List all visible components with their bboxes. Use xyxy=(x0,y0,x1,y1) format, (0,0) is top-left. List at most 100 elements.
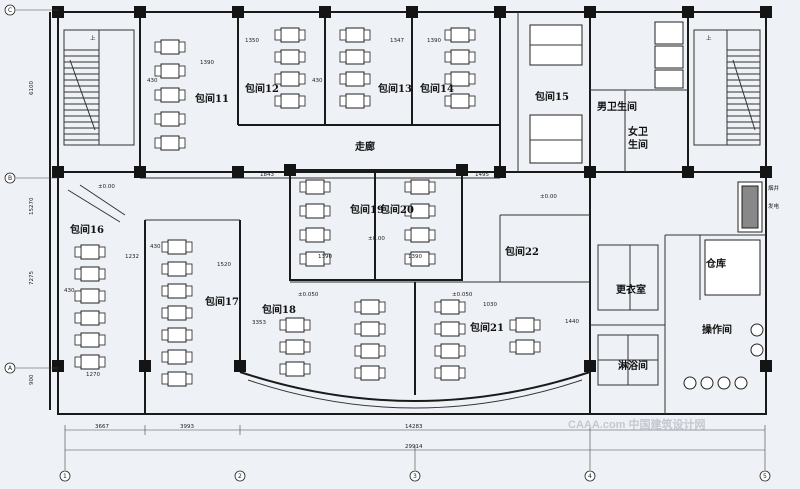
svg-text:1390: 1390 xyxy=(318,254,332,260)
svg-text:±0.050: ±0.050 xyxy=(298,292,319,298)
center-room-walls xyxy=(289,169,463,281)
dining-table-set xyxy=(154,39,186,55)
svg-text:430: 430 xyxy=(147,78,158,84)
structural-column xyxy=(494,166,506,178)
svg-text:1350: 1350 xyxy=(245,38,259,44)
svg-text:7275: 7275 xyxy=(29,271,35,285)
room-label-18: 包间18 xyxy=(262,303,296,316)
dimension-labels: 1390 1350 1347 1390 6100 15270 7275 900 … xyxy=(29,38,579,385)
structural-column xyxy=(232,6,244,18)
svg-text:5: 5 xyxy=(763,473,767,480)
svg-text:1270: 1270 xyxy=(86,372,100,378)
structural-column xyxy=(234,360,246,372)
operation-room-label: 操作间 xyxy=(702,323,732,336)
room-labels: 包间11 包间12 包间13 包间14 包间15 包间16 包间17 包间18 … xyxy=(70,82,732,372)
stair-up-label: 上 xyxy=(706,34,712,42)
curved-facade-inner xyxy=(247,379,583,409)
structural-column xyxy=(584,6,596,18)
axis-marker-1 xyxy=(59,470,71,482)
kitchen-station xyxy=(750,323,764,337)
svg-text:14283: 14283 xyxy=(405,424,423,430)
dining-table-set xyxy=(339,71,371,87)
dining-table-set xyxy=(279,361,311,377)
dining-furniture xyxy=(74,27,541,387)
axis-marker-a xyxy=(4,362,16,374)
svg-text:A: A xyxy=(8,365,13,372)
room-label-14: 包间14 xyxy=(420,82,454,95)
dining-table-set xyxy=(74,332,106,348)
svg-text:1520: 1520 xyxy=(217,262,231,268)
dining-table-set xyxy=(74,266,106,282)
dining-table-set xyxy=(74,310,106,326)
dining-table-set xyxy=(161,327,193,343)
svg-text:1440: 1440 xyxy=(565,319,579,325)
dining-table-set xyxy=(354,321,386,337)
changing-room-label: 更衣室 xyxy=(616,283,646,296)
dining-table-set xyxy=(354,343,386,359)
svg-text:1843: 1843 xyxy=(260,172,274,178)
structural-column xyxy=(52,360,64,372)
svg-text:1232: 1232 xyxy=(125,254,139,260)
svg-text:15270: 15270 xyxy=(29,197,35,215)
axis-marker-5 xyxy=(759,470,771,482)
svg-text:900: 900 xyxy=(29,374,35,385)
svg-text:1030: 1030 xyxy=(483,302,497,308)
dining-table-set xyxy=(339,49,371,65)
structural-column xyxy=(584,360,596,372)
mens-restroom-label: 男卫生间 xyxy=(597,100,637,113)
dining-table-set xyxy=(161,239,193,255)
svg-text:±0.00: ±0.00 xyxy=(98,184,115,190)
structural-column xyxy=(760,166,772,178)
room-label-15: 包间15 xyxy=(535,90,569,103)
structural-column xyxy=(494,6,506,18)
kitchen-station xyxy=(683,376,697,390)
dining-table-set xyxy=(154,111,186,127)
structural-column xyxy=(760,6,772,18)
dining-table-set xyxy=(444,49,476,65)
svg-text:C: C xyxy=(8,7,12,14)
structural-column xyxy=(139,360,151,372)
svg-text:±0.050: ±0.050 xyxy=(452,292,473,298)
structural-columns xyxy=(52,6,772,372)
stair-right[interactable]: 上 xyxy=(693,29,761,146)
dining-table-set xyxy=(74,354,106,370)
dining-table-set xyxy=(161,305,193,321)
top-room-walls xyxy=(139,12,689,179)
axis-marker-4 xyxy=(584,470,596,482)
structural-column xyxy=(584,166,596,178)
dining-table-set xyxy=(74,288,106,304)
svg-text:1495: 1495 xyxy=(475,172,489,178)
svg-text:6100: 6100 xyxy=(29,81,35,95)
dining-table-set xyxy=(154,135,186,151)
structural-column xyxy=(682,166,694,178)
svg-text:430: 430 xyxy=(64,288,75,294)
room-label-19: 包间19 xyxy=(350,203,384,216)
watermark: CAAA.com 中国建筑设计网 xyxy=(568,417,706,431)
dining-table-set xyxy=(354,299,386,315)
svg-text:430: 430 xyxy=(312,78,323,84)
dining-table-set xyxy=(404,227,436,243)
dining-table-set xyxy=(404,179,436,195)
room-label-12: 包间12 xyxy=(245,82,279,95)
dining-table-set xyxy=(509,317,541,333)
svg-text:430: 430 xyxy=(150,244,161,250)
side-label: 烟井 xyxy=(768,184,780,192)
kitchen-station xyxy=(734,376,748,390)
dining-table-set xyxy=(339,93,371,109)
room16-entry xyxy=(67,184,126,223)
restroom-fixtures xyxy=(529,21,684,164)
lower-room-walls xyxy=(144,172,766,414)
dining-table-set xyxy=(154,87,186,103)
dining-table-set xyxy=(161,261,193,277)
dining-table-set xyxy=(279,317,311,333)
stair-left[interactable]: 上 xyxy=(63,29,135,146)
svg-text:3353: 3353 xyxy=(252,320,266,326)
stair-arrow xyxy=(732,59,756,131)
svg-text:1390: 1390 xyxy=(408,254,422,260)
svg-text:1390: 1390 xyxy=(200,60,214,66)
svg-text:3667: 3667 xyxy=(95,424,109,430)
structural-column xyxy=(682,6,694,18)
structural-column xyxy=(319,6,331,18)
dining-table-set xyxy=(509,339,541,355)
